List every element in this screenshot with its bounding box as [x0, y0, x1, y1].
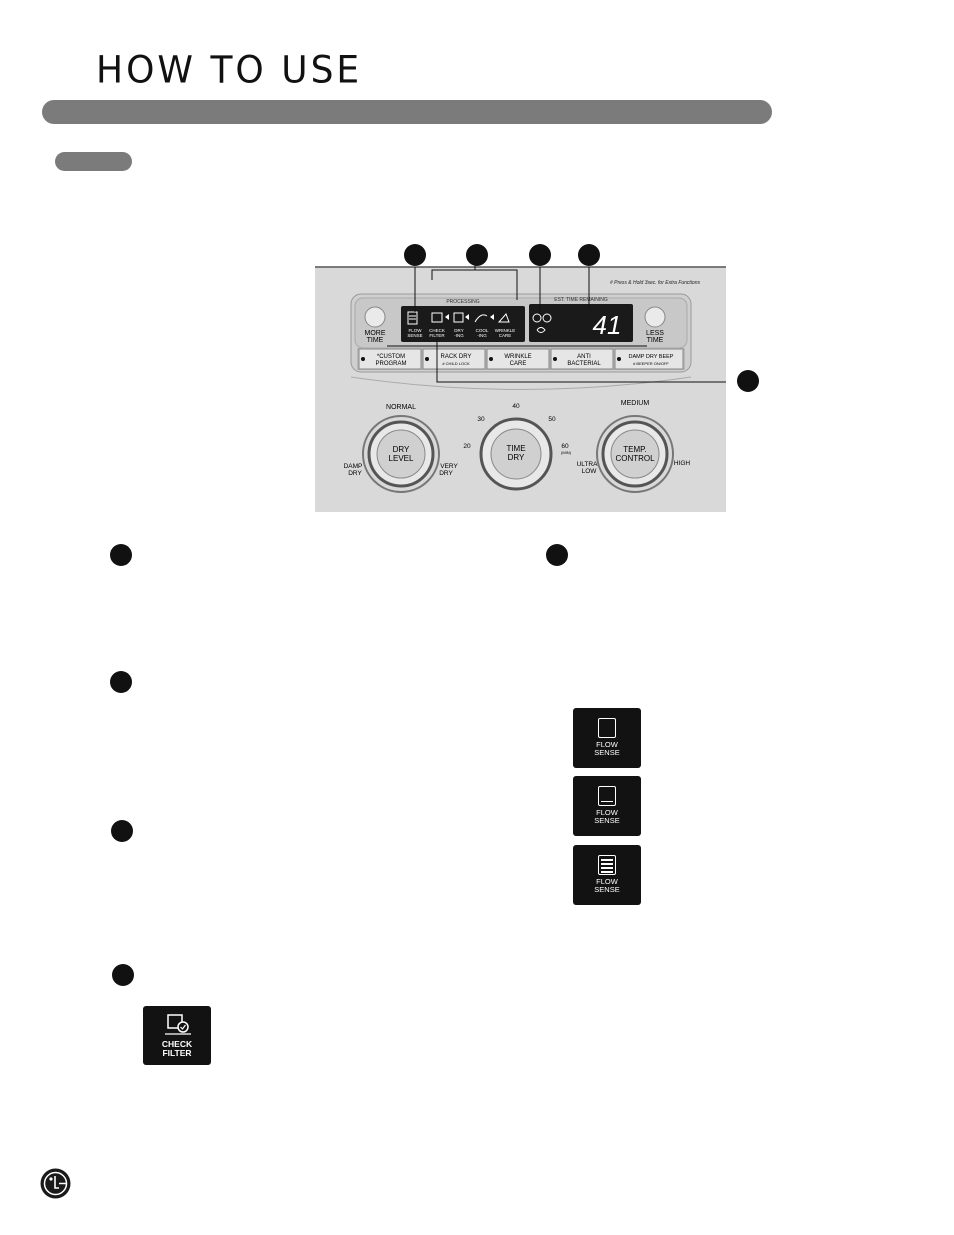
- stage-label: -ING: [477, 333, 487, 338]
- icon-label: FILTER: [162, 1048, 192, 1058]
- flow-sense-glyph: [598, 718, 616, 738]
- section-marker: [111, 820, 133, 842]
- dial-label: DRY: [439, 470, 453, 477]
- stage-label: SENSE: [407, 333, 422, 338]
- button-label: CARE: [510, 361, 527, 367]
- button-label: *CUSTOM: [377, 354, 405, 360]
- callout-marker: [404, 244, 426, 266]
- panel-buttons: [358, 348, 684, 370]
- button-label: # BEEPER ON/OFF: [633, 361, 669, 366]
- dial-label: CONTROL: [615, 454, 655, 463]
- dial-label: ULTRA: [577, 461, 598, 468]
- icon-label: SENSE: [594, 816, 620, 825]
- dry-level-dial: [362, 415, 440, 493]
- dial-unit: (MIN): [561, 450, 572, 455]
- button-label: DAMP DRY BEEP: [629, 354, 674, 360]
- flow-sense-glyph: [598, 786, 616, 806]
- icon-label: CHECK: [161, 1039, 193, 1049]
- more-time-label-1: MORE: [365, 330, 386, 337]
- stage-label: DRY: [454, 328, 463, 333]
- flow-sense-glyph: [598, 855, 616, 875]
- dial-label: HIGH: [674, 460, 691, 467]
- panel-note: # Press & Hold 3sec. for Extra Functions: [610, 280, 701, 286]
- more-time-label-2: TIME: [367, 337, 384, 344]
- callout-marker: [466, 244, 488, 266]
- less-time-label-1: LESS: [646, 330, 664, 337]
- icon-label: FLOW: [596, 877, 618, 886]
- stage-label: CHECK: [429, 328, 445, 333]
- less-time-label-2: TIME: [647, 337, 664, 344]
- dial-label: VERY: [440, 463, 458, 470]
- stage-label: WRINKLE: [495, 328, 516, 333]
- dial-tick: 50: [548, 416, 556, 423]
- section-marker: [110, 544, 132, 566]
- dial-label: MEDIUM: [621, 400, 650, 407]
- icon-label: SENSE: [594, 748, 620, 757]
- dial-label: LEVEL: [389, 454, 414, 463]
- temp-control-dial: [596, 415, 674, 493]
- button-label: RACK DRY: [441, 354, 472, 360]
- dial-label: DRY: [348, 470, 362, 477]
- time-dry-dial: [479, 417, 553, 491]
- section-tab-pill: [55, 152, 132, 171]
- button-label: BACTERIAL: [567, 361, 601, 367]
- dial-label: TIME: [506, 444, 525, 453]
- stage-label: CARE: [499, 333, 512, 338]
- dial-label: LOW: [582, 468, 598, 475]
- icon-label: FLOW: [596, 740, 618, 749]
- page-title: HOW TO USE: [96, 48, 363, 93]
- title-underline-bar: [42, 100, 772, 124]
- dial-label: NORMAL: [386, 404, 416, 411]
- stage-label: -ING: [454, 333, 464, 338]
- dryer-control-panel: MORE TIME LESS TIME PROCESSING EST. TIME…: [315, 242, 737, 512]
- remaining-label: EST. TIME REMAINING: [554, 297, 608, 303]
- section-marker: [546, 544, 568, 566]
- callout-marker: [529, 244, 551, 266]
- dial-tick: 30: [477, 416, 485, 423]
- callout-marker: [578, 244, 600, 266]
- dial-tick: 60: [561, 443, 569, 450]
- button-label: PROGRAM: [375, 361, 406, 367]
- callout-marker: [737, 370, 759, 392]
- dial-label: DRY: [393, 445, 410, 454]
- stage-label: FLOW: [409, 328, 423, 333]
- button-label: # CHILD LOCK: [442, 361, 470, 366]
- dial-label: TEMP.: [623, 445, 646, 454]
- icon-label: SENSE: [594, 885, 620, 894]
- button-label: WRINKLE: [504, 354, 531, 360]
- icon-label: FLOW: [596, 808, 618, 817]
- lg-logo: [40, 1168, 71, 1199]
- dial-label: DRY: [508, 453, 525, 462]
- time-remaining-display: 41: [593, 310, 622, 340]
- processing-label: PROCESSING: [446, 299, 479, 305]
- dial-tick: 20: [463, 443, 471, 450]
- stage-label: COOL: [476, 328, 489, 333]
- dial-tick: 40: [512, 403, 520, 410]
- section-marker: [112, 964, 134, 986]
- button-label: ANTI: [577, 354, 591, 360]
- dial-label: DAMP: [344, 463, 363, 470]
- section-marker: [110, 671, 132, 693]
- stage-label: FILTER: [429, 333, 445, 338]
